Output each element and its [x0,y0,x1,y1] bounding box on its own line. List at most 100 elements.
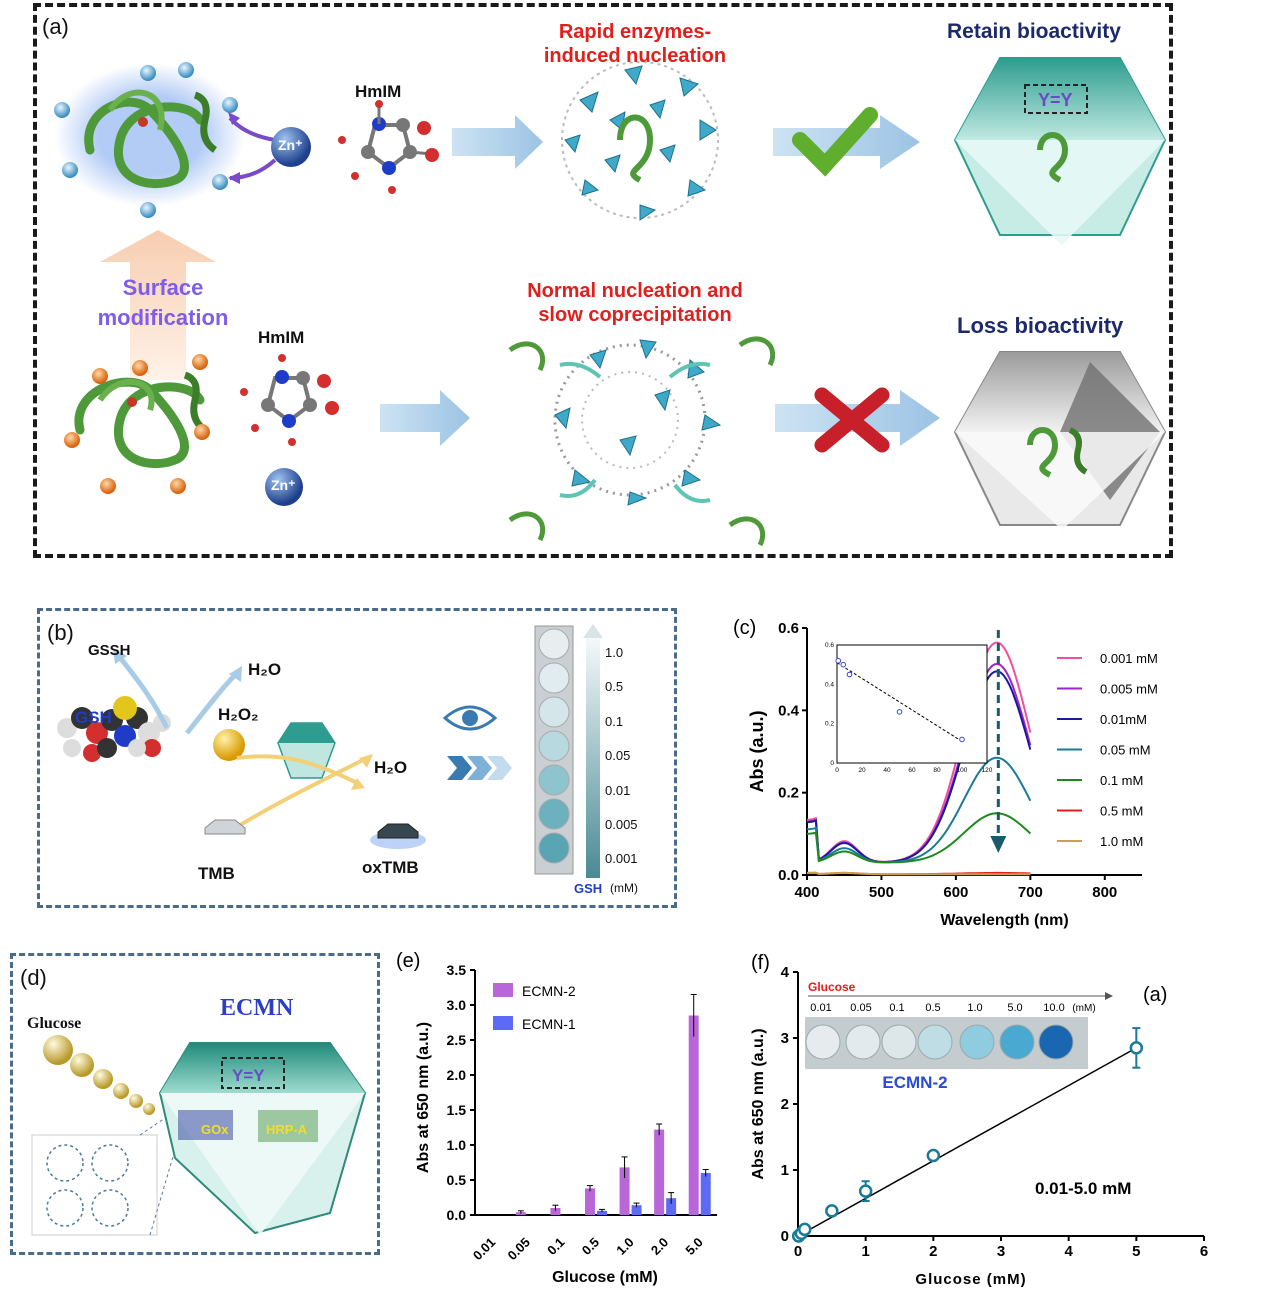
y-axis-label: Abs at 650 nm (a.u.) [750,1028,767,1179]
inset-title: Glucose [808,980,856,994]
modified-enzyme [55,63,245,207]
inset-x-tick-label: 60 [908,767,916,774]
x-tick-label: 0 [794,1243,802,1260]
panel-a-label: (a) [42,14,69,39]
y-tick-label: 1 [781,1162,789,1179]
surface-modification-label: Surface modification [97,275,229,330]
inset-point [896,709,903,715]
inset-well [959,1024,995,1060]
legend-label: 0.001 mM [1100,651,1158,666]
y-tick-label: 0.5 [447,1172,467,1188]
hmim-molecule-bottom [240,354,339,446]
glucose-label: Glucose [27,1015,82,1032]
retain-title: Retain bioactivity [947,20,1121,43]
x-axis-label: Wavelength (nm) [940,912,1068,929]
inset-x-tick-label: 40 [883,767,891,774]
panel-a-frame [33,3,1173,558]
oxtmb-label: oxTMB [362,858,419,877]
inset-well [805,1024,841,1060]
bottom-process-title: Normal nucleation and slow coprecipitati… [527,280,743,326]
legend-label: 0.1 mM [1100,773,1143,788]
inset-y-tick-label: 0.2 [825,721,834,728]
inset-unit: (mM) [1072,1003,1095,1014]
inset-point [840,661,847,668]
bar [631,1205,642,1215]
decrease-arrow-icon [990,836,1007,853]
h2o-right-label: H₂O [374,758,408,777]
eye-icon [442,705,498,731]
gssh-label: GSSH [88,642,131,659]
x-tick-label: 2 [929,1243,937,1260]
y-tick-label: 1.5 [447,1102,467,1118]
loss-title: Loss bioactivity [957,313,1124,338]
y-tick-label: 3.0 [447,997,467,1013]
native-enzyme [74,371,208,469]
tmb-icon [204,819,246,835]
positive-ions [64,354,210,494]
legend-swatch [493,983,513,997]
scale-tick: 0.05 [605,748,631,764]
x-tick-label: 1.0 [613,1235,636,1258]
inset-point [959,736,965,743]
y-tick-label: 0 [781,1228,789,1245]
x-tick-label: 0.01 [470,1235,499,1264]
y-axis-label: Abs (a.u.) [747,710,767,792]
inset-well [917,1024,953,1060]
inset-y-tick-label: 0.6 [825,642,834,649]
y-tick-label: 4 [781,964,790,981]
inset-value: 5.0 [1007,1002,1022,1014]
x-tick-label: 1 [861,1243,869,1260]
data-point [926,1148,941,1163]
inset-x-tick-label: 100 [957,767,968,774]
y-tick-label: 2.0 [447,1067,467,1083]
up-arrow-icon [100,230,216,380]
panel-b-label: (b) [47,620,74,645]
zinc-ion-bottom [265,468,303,506]
h2o-top-label: H₂O [248,660,282,679]
spectrum-line [807,871,1031,876]
bar [666,1198,677,1215]
scale-tick: 1.0 [605,645,624,660]
legend-label: 1.0 mM [1100,834,1143,849]
x-tick-label: 0.5 [579,1235,602,1258]
inset-well [1038,1024,1074,1060]
concentration-scale [586,638,600,878]
hrp-label: HRP-A [266,1122,308,1137]
panel-d-label: (d) [20,965,47,990]
x-tick-label: 5.0 [682,1235,705,1258]
bar [619,1167,630,1215]
inset-well [999,1024,1035,1060]
gox-label: GOx [201,1122,229,1137]
bar [550,1208,561,1215]
legend-label: ECMN-2 [522,983,576,999]
h2o2-ball [213,729,245,761]
panel-b-frame [37,608,677,908]
gsh-molecule [57,696,171,762]
x-tick-label: 800 [1092,884,1117,901]
chart-f-label: (f) [751,952,770,974]
inset-point [846,671,853,678]
x-tick-label: 600 [943,884,968,901]
x-tick-label: 0.05 [504,1235,533,1264]
x-tick-label: 0.1 [544,1235,567,1258]
y-tick-label: 0.0 [778,867,799,884]
inset-a-label: (a) [1143,984,1167,1006]
x-tick-label: 500 [869,884,894,901]
chevron-icon [447,756,512,780]
bar [597,1210,607,1215]
oxtmb-icon [377,823,419,839]
fit-line [797,1047,1137,1237]
inset-value: 0.05 [850,1002,871,1014]
mof-cluster-top [561,61,719,221]
panel-d-frame [10,953,380,1255]
y-tick-label: 3.5 [447,962,467,978]
legend-label: 0.05 mM [1100,743,1151,758]
inset-value: 0.5 [925,1002,940,1014]
svg-text:Y=Y: Y=Y [232,1066,265,1085]
hmim-molecule-top [338,100,439,194]
x-tick-label: 6 [1200,1243,1208,1260]
y-axis-label: Abs at 650 nm (a.u.) [415,1022,432,1173]
well-strip [534,625,574,875]
top-process-title: Rapid enzymes- induced nucleation [543,21,727,67]
inset-point [835,657,842,664]
